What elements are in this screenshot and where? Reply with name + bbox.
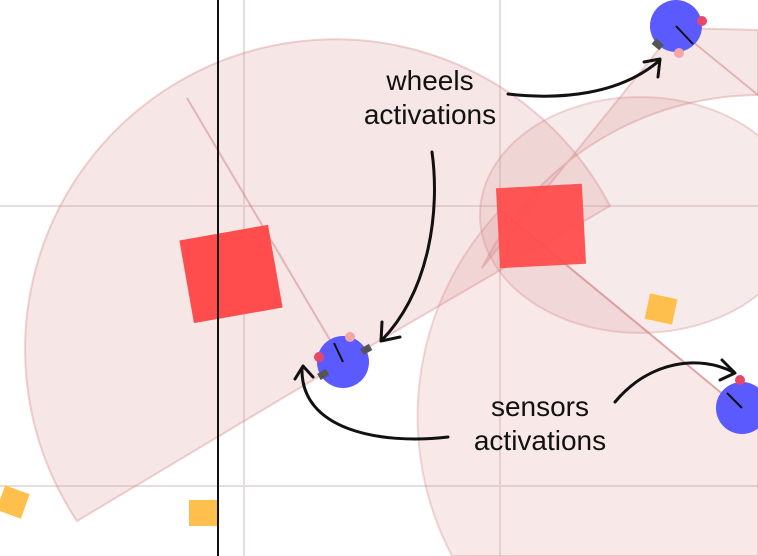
annotation-arrow-head: [718, 358, 737, 382]
annotation-arrow: [506, 58, 662, 98]
robot-icon: [716, 375, 758, 434]
annotation-arrow: [300, 366, 450, 441]
sensor-fields: [24, 26, 758, 556]
annotation-arrow: [380, 150, 436, 342]
food-square: [189, 500, 217, 526]
annotation-arrows: [293, 57, 737, 441]
wheels-activations-label: wheels activations: [340, 64, 520, 132]
wheels-label-line2: activations: [363, 99, 497, 130]
food-square: [0, 485, 30, 519]
annotation-arrow: [613, 361, 735, 404]
obstacle-square: [495, 183, 587, 269]
sensors-activations-label: sensors activations: [450, 390, 630, 458]
wheels-label-line1: wheels: [386, 65, 474, 96]
sensors-label-line1: sensors: [490, 391, 590, 422]
annotation-arrow-head: [293, 364, 315, 381]
sensor-cone-bottom-right: [416, 208, 758, 556]
annotation-arrow-head: [642, 57, 662, 79]
sensor-overlap-region: [479, 96, 758, 334]
robot-icon: [650, 0, 707, 58]
obstacle-square: [179, 224, 283, 324]
robot-icon: [314, 332, 373, 388]
annotation-arrow-head: [379, 320, 402, 343]
sensors-label-line2: activations: [473, 425, 607, 456]
food-square: [644, 293, 678, 325]
